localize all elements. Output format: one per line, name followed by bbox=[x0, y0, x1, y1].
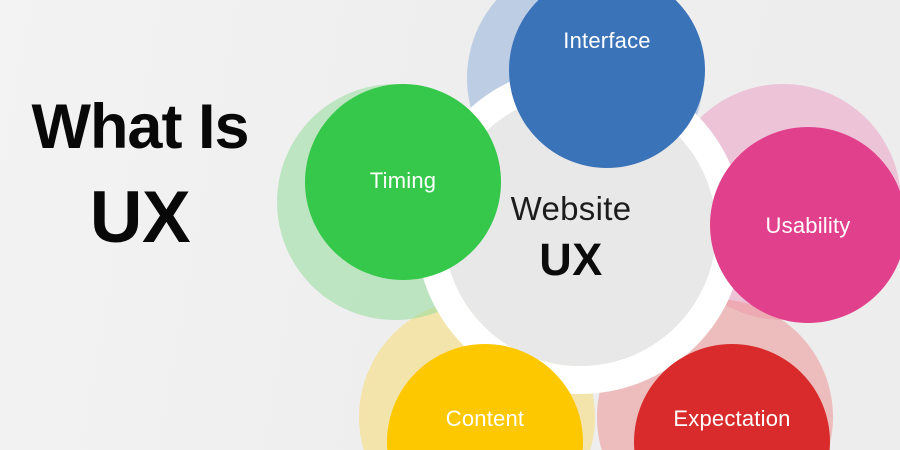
center-bottom-label: UX bbox=[539, 234, 603, 285]
node-usability[interactable]: Usability bbox=[710, 127, 900, 323]
node-layer: Interface Usability Expectation Content bbox=[305, 0, 900, 450]
ux-radial-diagram: Interface Usability Expectation Content bbox=[255, 0, 900, 450]
node-expectation-label: Expectation bbox=[673, 406, 790, 431]
headline-line-1: What Is bbox=[31, 92, 249, 162]
node-expectation-circle[interactable] bbox=[634, 344, 830, 450]
node-usability-label: Usability bbox=[766, 213, 851, 238]
headline-block: What Is UX bbox=[0, 95, 280, 256]
node-timing-label: Timing bbox=[370, 168, 436, 193]
node-content-label: Content bbox=[446, 406, 524, 431]
node-interface[interactable]: Interface bbox=[509, 0, 705, 168]
node-timing[interactable]: Timing bbox=[305, 84, 501, 280]
headline-line-2: UX bbox=[89, 177, 191, 259]
center-top-label: Website bbox=[511, 190, 632, 227]
node-content-circle[interactable] bbox=[387, 344, 583, 450]
center-text-group: Website UX bbox=[511, 190, 632, 285]
center-disc bbox=[444, 94, 716, 366]
node-expectation[interactable]: Expectation bbox=[634, 344, 830, 450]
node-usability-circle[interactable] bbox=[710, 127, 900, 323]
node-content[interactable]: Content bbox=[387, 344, 583, 450]
node-timing-circle[interactable] bbox=[305, 84, 501, 280]
node-interface-label: Interface bbox=[563, 28, 650, 53]
node-interface-circle[interactable] bbox=[509, 0, 705, 168]
